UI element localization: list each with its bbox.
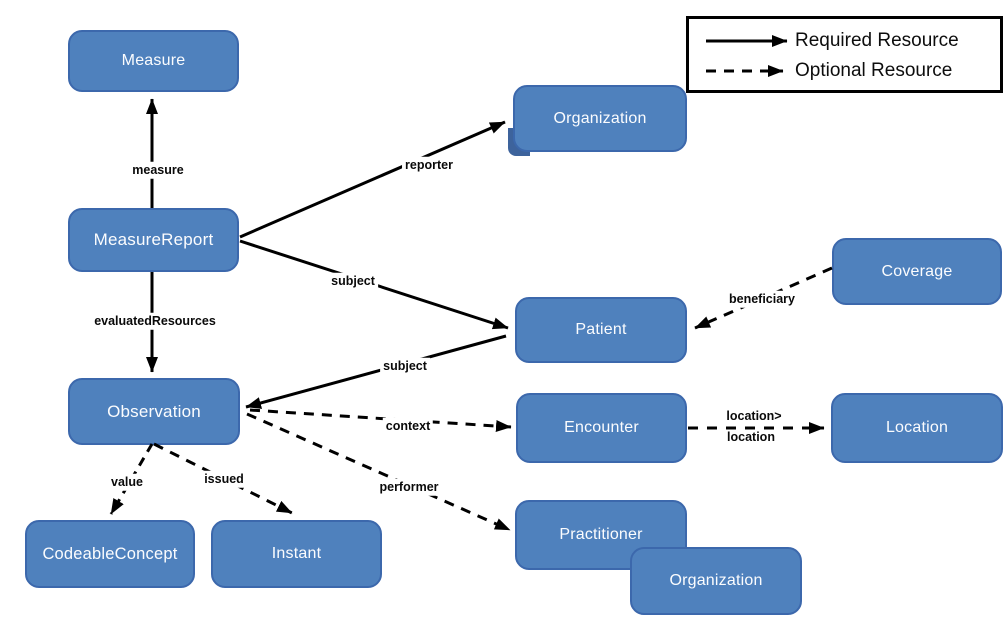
legend-required-label: Required Resource [795,30,959,51]
edge-label-performer: performer [376,478,442,496]
edge-label-issued: issued [201,470,247,488]
edge-label-location-line2: location [727,429,775,444]
node-encounter: Encounter [516,393,687,463]
node-measure-report: MeasureReport [68,208,239,272]
edge-reporter-required-arrow [239,120,506,239]
legend-optional-label: Optional Resource [795,60,953,81]
legend [686,16,1003,93]
edge-context-optional-arrow [249,408,512,433]
node-coverage: Coverage [832,238,1002,305]
edge-label-beneficiary: beneficiary [725,290,799,308]
edge-label-subject-measurereport: subject [328,272,378,290]
edge-label-measure: measure [129,161,187,179]
edge-label-reporter: reporter [402,156,456,174]
edge-label-location-line1: location> [726,408,782,423]
node-measure: Measure [68,30,239,92]
node-location: Location [831,393,1003,463]
node-organization-bottom: Organization [630,547,802,615]
edge-subject-observation-required-arrow [245,334,507,409]
edge-label-evaluated-resources: evaluatedResources [91,312,219,330]
edge-performer-optional-arrow [246,412,511,532]
node-patient: Patient [515,297,687,363]
node-instant: Instant [211,520,382,588]
edge-label-context: context [382,417,434,435]
edge-label-value: value [108,473,146,491]
node-organization-top: Organization [513,85,687,152]
node-codeable-concept: CodeableConcept [25,520,195,588]
node-observation: Observation [68,378,240,445]
edge-label-subject-observation: subject [380,357,430,375]
